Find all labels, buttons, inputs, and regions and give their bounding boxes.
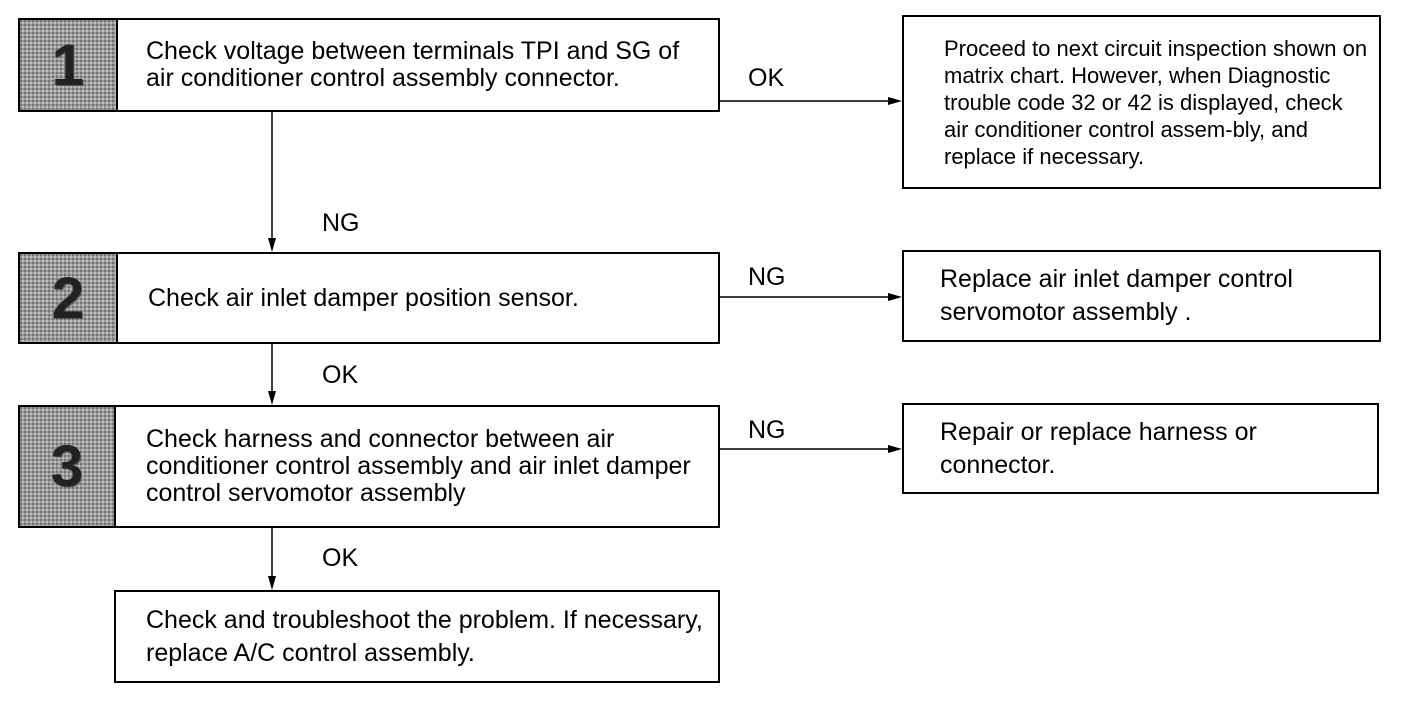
arrowhead-right-3 [888,445,902,453]
arrowhead-down-3 [268,576,276,590]
final-action-box: Check and troubleshoot the problem. If n… [114,590,720,683]
step-1-ok-result-box: Proceed to next circuit inspection shown… [902,15,1381,189]
step-1-ok-label: OK [748,64,785,92]
step-1-box: 1 Check voltage between terminals TPI an… [18,18,720,112]
step-3-ng-label: NG [748,416,786,444]
arrowhead-right-1 [888,97,902,105]
step-2-text: Check air inlet damper position sensor. [148,283,579,312]
step-3-text: Check harness and connector between air … [146,425,691,507]
step-2-ng-result-text: Replace air inlet damper control servomo… [940,265,1293,326]
step-2-number: 2 [20,254,118,342]
final-action-text: Check and troubleshoot the problem. If n… [146,605,703,667]
step-3-ng-result-text: Repair or replace harness or connector. [940,417,1257,479]
step-3-number: 3 [20,407,116,526]
step-1-number: 1 [20,20,118,110]
step-2-ng-label: NG [748,263,786,291]
step-3-ng-result-box: Repair or replace harness or connector. [902,403,1379,494]
step-2-ng-result-box: Replace air inlet damper control servomo… [902,250,1381,342]
arrowhead-right-2 [888,293,902,301]
step-3-ok-label: OK [322,544,359,572]
step-1-ok-result-text: Proceed to next circuit inspection shown… [944,35,1368,169]
arrowhead-down-2 [268,391,276,405]
step-2-box: 2 Check air inlet damper position sensor… [18,252,720,344]
step-1-ng-label: NG [322,209,360,237]
step-1-text: Check voltage between terminals TPI and … [146,37,680,92]
step-2-ok-label: OK [322,361,359,389]
arrowhead-down-1 [268,238,276,252]
step-3-box: 3 Check harness and connector between ai… [18,405,720,528]
